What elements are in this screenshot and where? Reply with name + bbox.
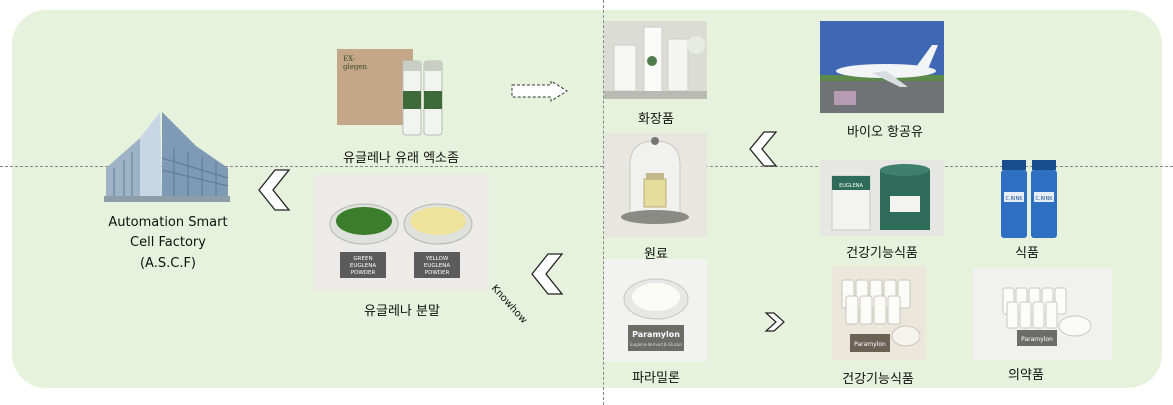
health-food-vials-image: Paramylon — [832, 266, 926, 360]
bio-fuel-label: 바이오 항공유 — [832, 121, 938, 140]
food-bottles-image: C.RINK C.RINK — [1000, 158, 1058, 240]
raw-material-image — [604, 133, 707, 237]
paramylon-tag-text: Paramylon — [632, 330, 680, 339]
double-chevron-right-icon — [764, 311, 788, 333]
exosome-box-text2: glegen — [343, 63, 367, 71]
chevron-left-icon — [257, 168, 291, 212]
exosome-label: 유글레나 유래 엑소좀 — [328, 147, 474, 166]
factory-building-image — [104, 108, 230, 202]
green-tag-text3: POWDER — [351, 270, 376, 276]
can-text: EUGLENA — [839, 183, 863, 189]
health-food-top-label: 건강기능식품 — [828, 242, 936, 261]
green-tag-text1: GREEN — [353, 256, 372, 262]
factory-label-line3: (A.S.C.F) — [98, 256, 238, 271]
yellow-tag-text3: POWDER — [425, 270, 450, 276]
vials-tag-text: Paramylon — [854, 341, 886, 348]
paramylon-tag-subtext: Euglena-derived β-Glucan — [630, 342, 682, 347]
medicine-tag-text: Paramylon — [1021, 336, 1053, 343]
powder-label: 유글레나 분말 — [346, 300, 458, 319]
bottle-text: C.RINK — [1005, 196, 1023, 202]
factory-label-line2: Cell Factory — [98, 235, 238, 250]
euglena-powder-image: GREEN EUGLENA POWDER YELLOW EUGLENA POWD… — [314, 174, 489, 291]
bio-fuel-airplane-image — [820, 21, 944, 113]
paramylon-image: Paramylon Euglena-derived β-Glucan — [604, 259, 707, 362]
green-tag-text2: EUGLENA — [350, 263, 376, 269]
health-food-bottom-label: 건강기능식품 — [824, 368, 932, 387]
exosome-product-image: EX- glegen — [337, 47, 449, 137]
medicine-label: 의약품 — [990, 364, 1062, 383]
bottle-text: C.RINK — [1035, 196, 1053, 202]
food-label: 식품 — [994, 242, 1060, 261]
dashed-arrow-right-icon — [511, 80, 569, 102]
cosmetics-label: 화장품 — [620, 108, 692, 127]
yellow-tag-text2: EUGLENA — [424, 263, 450, 269]
factory-label-line1: Automation Smart — [98, 215, 238, 230]
yellow-tag-text1: YELLOW — [425, 256, 449, 262]
exosome-box-text1: EX- — [343, 55, 356, 63]
medicine-image: Paramylon — [973, 268, 1112, 360]
paramylon-label: 파라밀론 — [620, 367, 692, 386]
chevron-left-icon — [530, 252, 564, 296]
health-food-can-image: EUGLENA — [820, 160, 944, 236]
chevron-right-icon — [748, 130, 778, 168]
cosmetics-image — [604, 21, 707, 99]
